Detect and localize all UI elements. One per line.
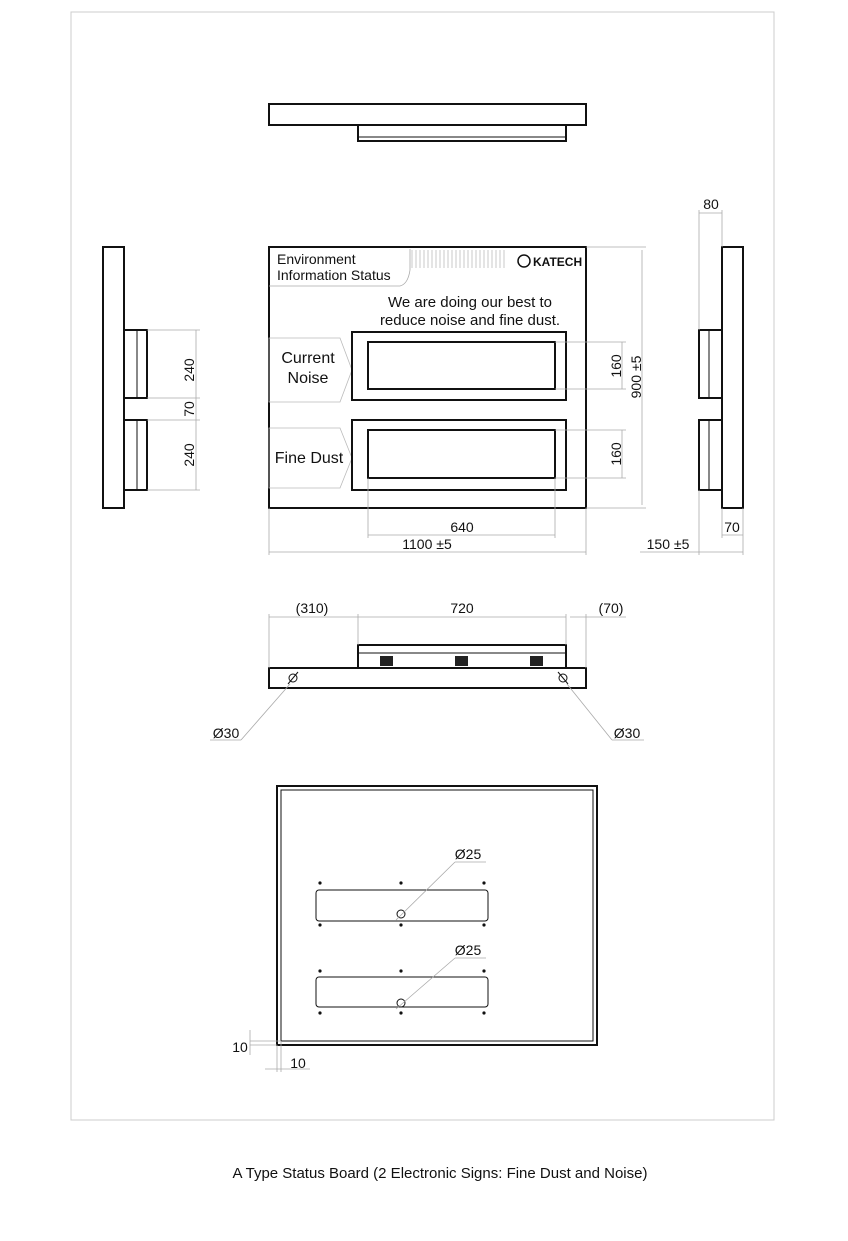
bottom-view: Ø30 Ø30 (310) 720 (70) — [210, 600, 644, 741]
back-view: Ø25 Ø25 10 10 — [232, 785, 598, 1072]
brand-name: KATECH — [533, 255, 582, 269]
dust-label: Fine Dust — [275, 450, 344, 467]
dim-160-a: 160 — [608, 354, 624, 378]
dust-display — [367, 429, 556, 479]
dim-left-offset: (310) — [296, 600, 329, 616]
dim-display-width: 640 — [450, 519, 474, 535]
dim-back-hole-2: Ø25 — [455, 942, 482, 958]
katech-logo-icon — [517, 254, 531, 268]
dim-240-a: 240 — [181, 358, 197, 382]
dim-height: 900 ±5 — [628, 355, 644, 398]
fixing-block — [530, 656, 543, 666]
decorative-stripes — [411, 250, 505, 268]
dim-margin-v: 10 — [232, 1039, 248, 1055]
dim-width: 1100 ±5 — [402, 536, 452, 552]
dim-margin-h: 10 — [290, 1055, 306, 1071]
board-title-line1: Environment — [277, 251, 356, 267]
dim-right-offset: (70) — [599, 600, 624, 616]
board-title-line2: Information Status — [277, 267, 391, 283]
noise-label-arrow — [268, 337, 353, 403]
fixing-block — [380, 656, 393, 666]
dim-70: 70 — [181, 401, 197, 417]
dim-hole-left: Ø30 — [213, 725, 240, 741]
message-line1: We are doing our best to — [388, 294, 552, 311]
dim-depth-total: 150 ±5 — [647, 536, 690, 552]
fixing-block — [455, 656, 468, 666]
figure-caption: A Type Status Board (2 Electronic Signs:… — [233, 1165, 648, 1182]
noise-label-line2: Noise — [288, 370, 329, 387]
dim-mount-width: 720 — [450, 600, 474, 616]
dim-back-hole-1: Ø25 — [455, 846, 482, 862]
dust-label-arrow — [268, 427, 353, 489]
right-side-view: 80 70 150 ±5 — [640, 196, 744, 555]
noise-label-line1: Current — [281, 350, 335, 367]
message-line2: reduce noise and fine dust. — [380, 312, 560, 329]
dim-depth-top: 80 — [703, 196, 719, 212]
top-view — [268, 103, 587, 142]
dim-depth-70: 70 — [724, 519, 740, 535]
left-side-view: 240 70 240 — [102, 246, 200, 509]
dim-160-b: 160 — [608, 442, 624, 466]
dim-hole-right: Ø30 — [614, 725, 641, 741]
noise-display — [367, 341, 556, 390]
front-view: Environment Information Status KATECH We… — [268, 246, 646, 555]
dim-240-b: 240 — [181, 443, 197, 467]
